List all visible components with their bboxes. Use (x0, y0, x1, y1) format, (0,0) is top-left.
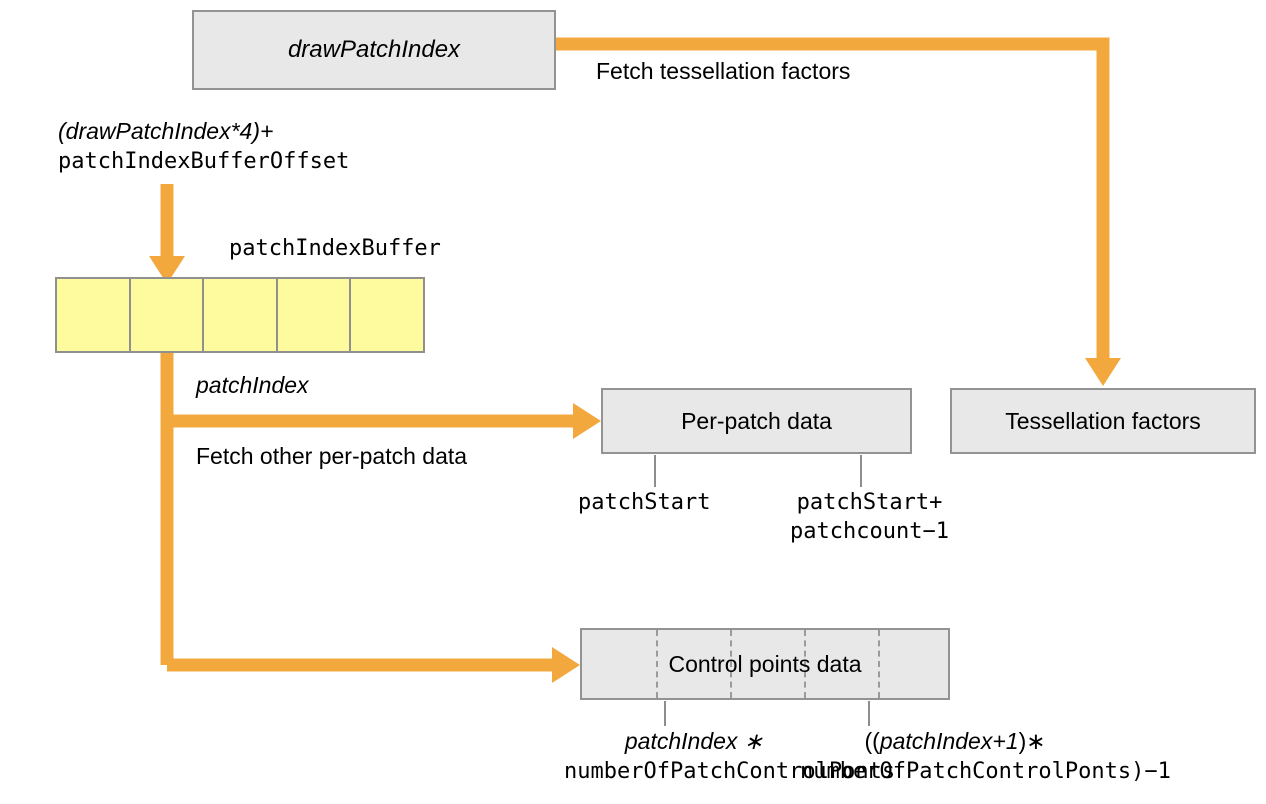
control-points-range-end-line1: ((patchIndex+1)∗ (800, 728, 1110, 755)
patch-index-buffer-name: patchIndexBuffer (229, 236, 441, 261)
box-control-points-data-label: Control points data (668, 650, 862, 677)
box-draw-patch-index-label: drawPatchIndex (287, 36, 461, 63)
buffer-cell (57, 279, 131, 351)
control-points-leader-ticks (664, 701, 870, 726)
patch-start-label: patchStart (578, 490, 711, 515)
patch-index-label: patchIndex (196, 372, 309, 398)
cp-right-pre: (( (864, 728, 880, 754)
box-draw-patch-index: drawPatchIndex (192, 10, 556, 90)
per-patch-leader-ticks (654, 455, 862, 487)
cp-right-post: )∗ (1018, 728, 1046, 754)
buffer-cell (351, 279, 423, 351)
control-points-range-start-line2: numberOfPatchControlPonts (564, 759, 896, 784)
arrow-patch-index-branches (160, 352, 601, 683)
patch-start-end-line2: patchcount−1 (790, 519, 949, 544)
box-tessellation-factors: Tessellation factors (950, 388, 1256, 454)
patch-start-end-line1: patchStart+ (796, 490, 943, 515)
box-tessellation-factors-label: Tessellation factors (1005, 407, 1201, 434)
buffer-cell (130, 279, 205, 351)
control-points-divider (656, 630, 658, 698)
fetch-other-per-patch-data-label: Fetch other per-patch data (196, 443, 468, 469)
arrow-fetch-tessellation-factors (556, 37, 1121, 386)
box-per-patch-data-label: Per-patch data (681, 407, 832, 434)
patch-index-offset-expression: (drawPatchIndex*4)+ patchIndexBufferOffs… (58, 118, 349, 174)
buffer-cell (204, 279, 278, 351)
box-per-patch-data: Per-patch data (601, 388, 912, 454)
box-control-points-data: Control points data (580, 628, 950, 700)
patch-index-buffer (55, 277, 425, 353)
cp-right-italic: patchIndex+1 (879, 728, 1019, 754)
control-points-divider (878, 630, 880, 698)
control-points-range-end-label: ((patchIndex+1)∗ numberOfPatchControlPon… (800, 728, 1171, 784)
arrow-into-patch-index-buffer (149, 184, 185, 284)
control-points-divider (804, 630, 806, 698)
control-points-divider (730, 630, 732, 698)
control-points-range-start-label: patchIndex ∗ numberOfPatchControlPonts (564, 728, 896, 784)
control-points-range-start-line1: patchIndex ∗ (624, 728, 764, 754)
offset-expression-line2: patchIndexBufferOffset (58, 149, 350, 174)
fetch-tessellation-factors-label: Fetch tessellation factors (596, 58, 851, 84)
buffer-cell (277, 279, 352, 351)
patch-start-end-label: patchStart+ patchcount−1 (790, 490, 949, 544)
control-points-range-end-line2: numberOfPatchControlPonts)−1 (800, 759, 1171, 784)
offset-expression-line1: (drawPatchIndex*4)+ (58, 118, 274, 144)
